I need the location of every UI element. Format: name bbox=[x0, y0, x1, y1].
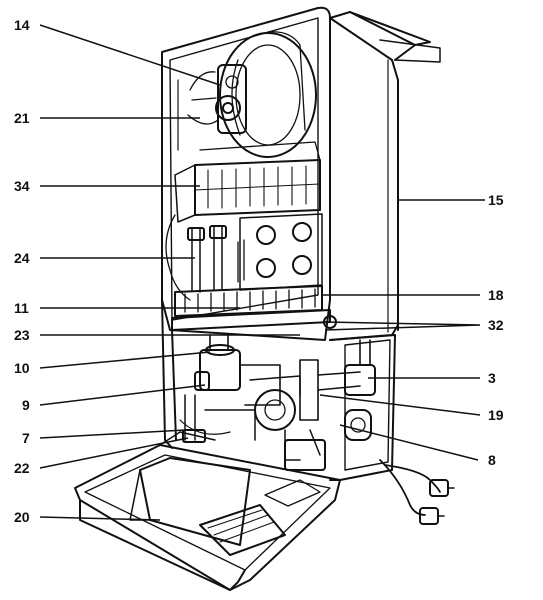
flue-duct bbox=[379, 39, 441, 63]
fan-assembly bbox=[177, 31, 317, 158]
callout-10: 10 bbox=[14, 360, 30, 376]
callout-8: 8 bbox=[488, 452, 496, 468]
callout-24: 24 bbox=[14, 250, 30, 266]
callout-32: 32 bbox=[488, 317, 504, 333]
wiring-harness bbox=[379, 459, 455, 525]
diverter-valve bbox=[299, 339, 376, 441]
callout-labels: 14 21 34 24 11 23 10 9 7 22 20 15 18 32 … bbox=[14, 17, 504, 525]
leader-lines bbox=[39, 24, 485, 521]
callout-7: 7 bbox=[22, 430, 30, 446]
callout-19: 19 bbox=[488, 407, 504, 423]
callout-9: 9 bbox=[22, 397, 30, 413]
callout-34: 34 bbox=[14, 178, 30, 194]
callout-23: 23 bbox=[14, 327, 30, 343]
gas-valve bbox=[194, 334, 281, 406]
callout-15: 15 bbox=[488, 192, 504, 208]
heat-exchanger bbox=[174, 141, 321, 223]
callout-14: 14 bbox=[14, 17, 30, 33]
callout-11: 11 bbox=[14, 300, 29, 316]
callout-18: 18 bbox=[488, 287, 504, 303]
callout-20: 20 bbox=[14, 509, 30, 525]
callout-21: 21 bbox=[14, 110, 30, 126]
combustion-panel bbox=[239, 213, 323, 291]
lower-pipework bbox=[179, 394, 326, 471]
callout-3: 3 bbox=[488, 370, 496, 386]
ignition-electrodes bbox=[165, 214, 245, 301]
callout-22: 22 bbox=[14, 460, 30, 476]
control-panel-cover bbox=[74, 429, 341, 591]
pump bbox=[249, 375, 301, 431]
